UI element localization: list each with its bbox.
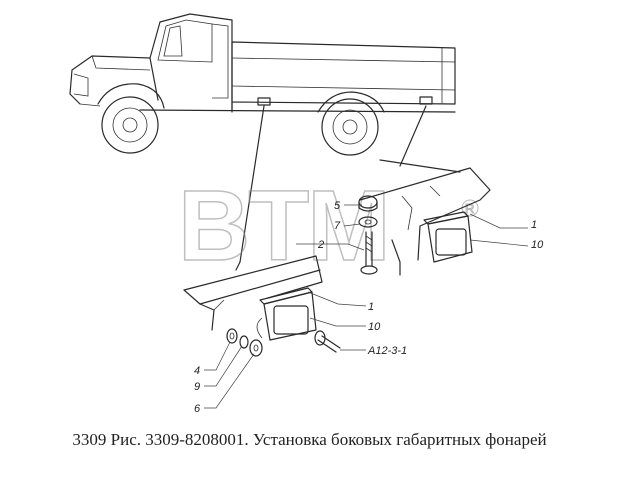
callout-4: 4 (194, 365, 200, 377)
callout-5: 5 (334, 200, 341, 212)
upper-lamp-assembly (358, 159, 491, 276)
truck-illustration (69, 13, 456, 271)
callout-leaders (204, 204, 529, 409)
svg-text:BTM: BTM (178, 170, 389, 282)
callout-1-upper: 1 (531, 219, 537, 231)
callout-10-lower: 10 (368, 321, 381, 333)
watermark: BTM R (177, 169, 479, 283)
callout-a12-3-1: А12-3-1 (367, 345, 407, 357)
callout-6: 6 (194, 403, 201, 415)
figure-caption: 3309 Рис. 3309-8208001. Установка боковы… (72, 430, 547, 449)
callout-labels: 1 10 5 7 2 1 10 А12-3-1 4 9 6 (194, 200, 544, 415)
lower-lamp-assembly (183, 255, 341, 357)
callout-2: 2 (317, 239, 324, 251)
svg-text:R: R (465, 201, 474, 216)
callout-10-upper: 10 (531, 239, 544, 251)
callout-9: 9 (194, 381, 200, 393)
callout-7: 7 (334, 220, 341, 232)
callout-1-lower: 1 (368, 301, 374, 313)
